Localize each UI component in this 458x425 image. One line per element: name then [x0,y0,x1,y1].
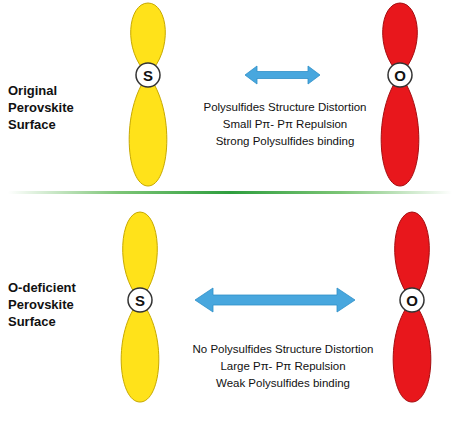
interaction-note: Weak Polysulfides binding [163,376,403,391]
oxygen-lobe [381,75,419,186]
divider-line [8,191,452,194]
atom-circle: S [135,62,161,88]
surface-label: Original Perovskite Surface [8,82,90,133]
atom-symbol: S [127,287,153,313]
circle-shape [136,63,160,87]
interaction-arrow [195,288,355,312]
surface-label: O-deficient Perovskite Surface [8,279,90,330]
sulfur-lobe [123,212,158,300]
circle-shape [388,63,412,87]
circle-shape [128,288,152,312]
interaction-note: Strong Polysulfides binding [175,134,395,149]
interaction-arrow [245,66,320,84]
interaction-note: No Polysulfides Structure Distortion [163,342,403,357]
atom-symbol: O [399,287,425,313]
sulfur-lobe [129,75,167,186]
oxygen-lobe [395,212,430,300]
oxygen-lobe [393,300,431,402]
interaction-note: Large Pπ- Pπ Repulsion [163,359,403,374]
atom-circle: O [387,62,413,88]
sulfur-lobe [121,300,159,402]
atom-circle: O [399,287,425,313]
atom-circle: S [127,287,153,313]
circle-shape [400,288,424,312]
interaction-note: Polysulfides Structure Distortion [175,100,395,115]
atom-symbol: O [387,62,413,88]
atom-symbol: S [135,62,161,88]
interaction-note: Small Pπ- Pπ Repulsion [175,117,395,132]
